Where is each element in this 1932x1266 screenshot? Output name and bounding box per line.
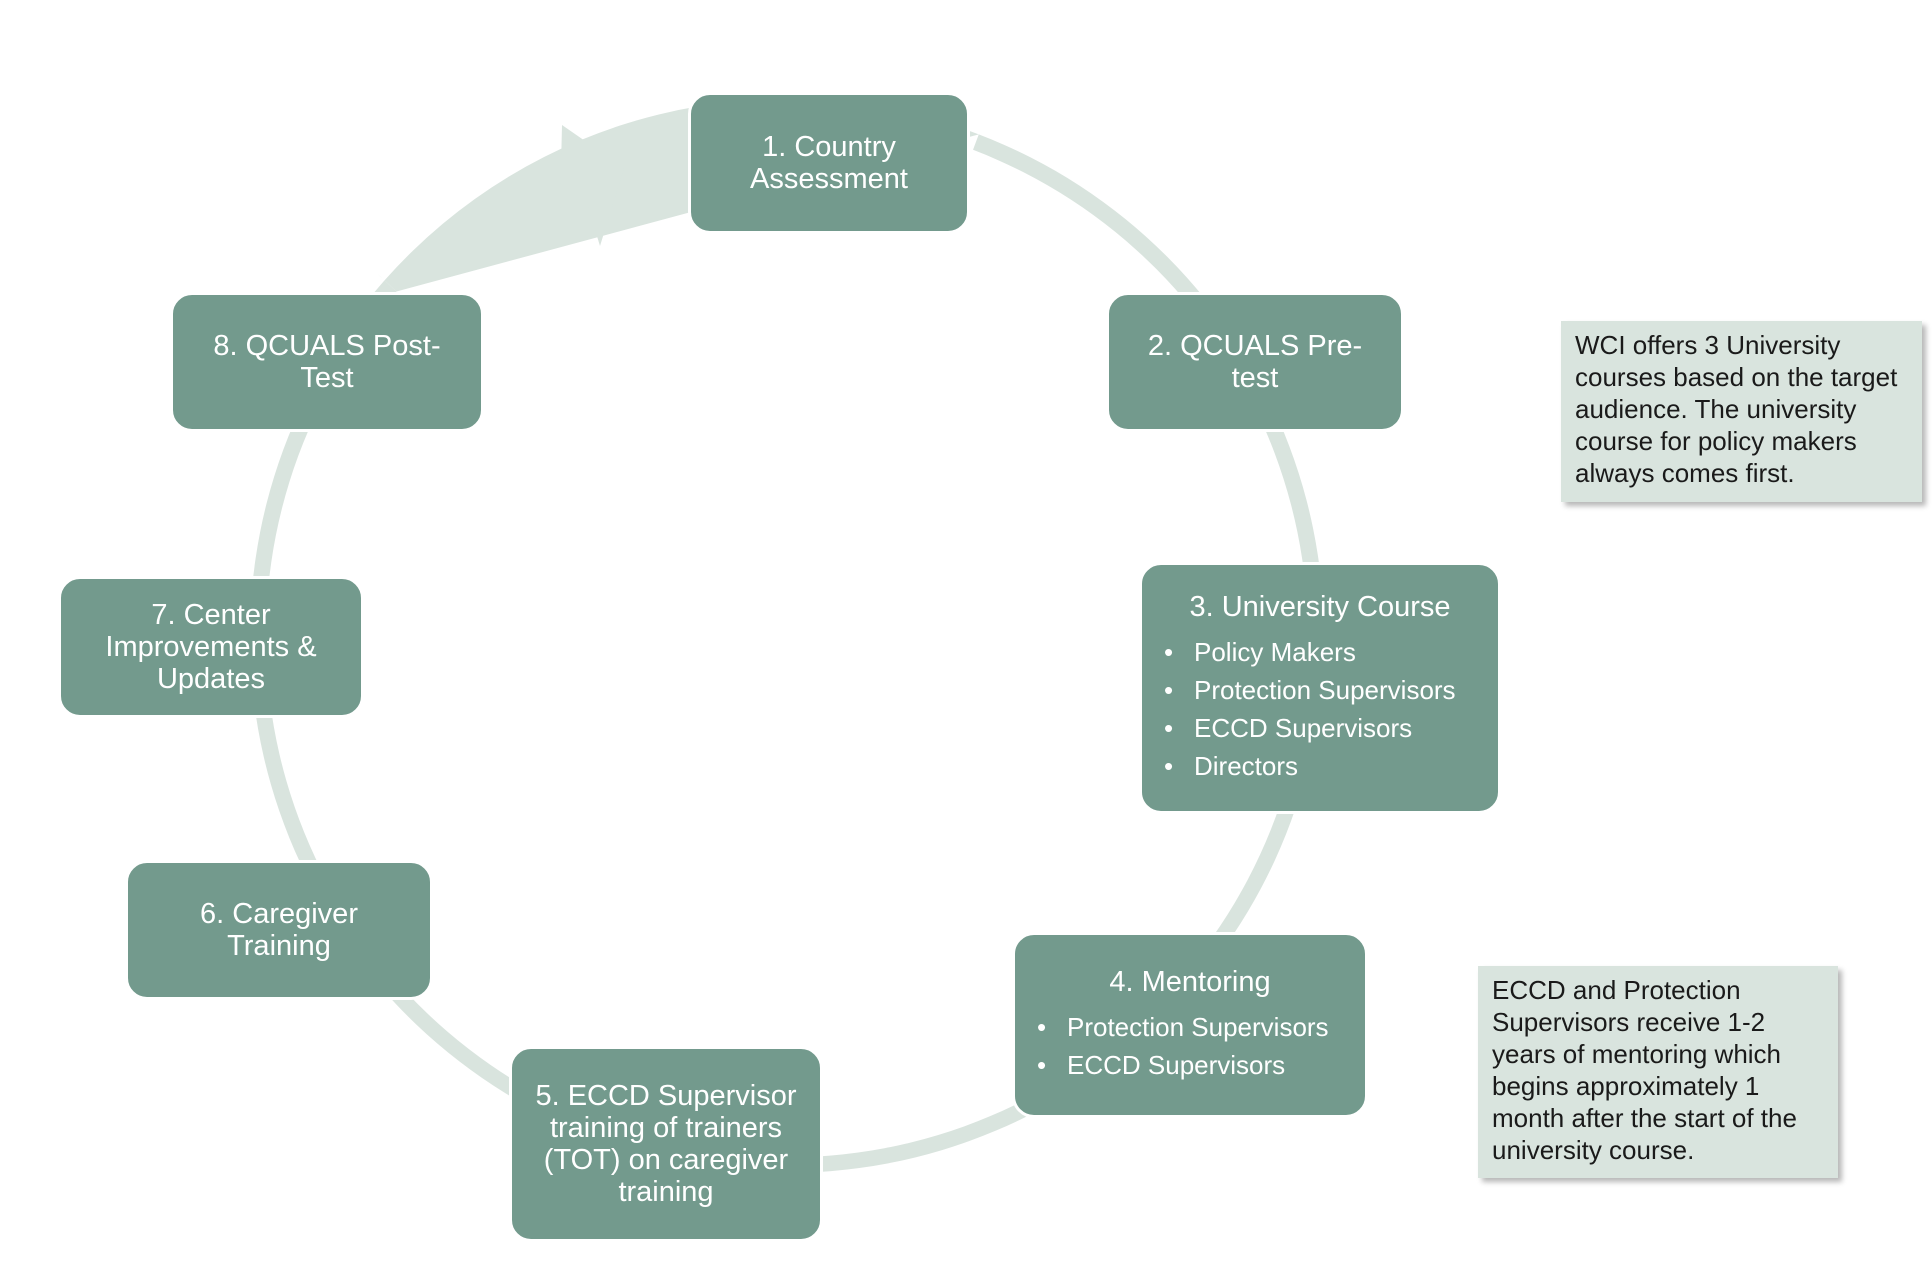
- step-university-course: 3. University Course Policy Makers Prote…: [1139, 562, 1501, 814]
- step-title: 8. QCUALS Post-Test: [213, 330, 441, 394]
- list-item: ECCD Supervisors: [1033, 1046, 1347, 1084]
- step-qcuals-post-test: 8. QCUALS Post-Test: [170, 292, 484, 432]
- step-caregiver-training: 6. Caregiver Training: [125, 860, 433, 1000]
- step-center-improvements: 7. Center Improvements & Updates: [58, 576, 364, 718]
- note-university-courses: WCI offers 3 University courses based on…: [1561, 321, 1922, 502]
- step-title: 3. University Course: [1189, 591, 1451, 623]
- audience-list: Protection Supervisors ECCD Supervisors: [1033, 1008, 1347, 1084]
- step-title: 1. Country Assessment: [750, 131, 908, 195]
- note-mentoring: ECCD and Protection Supervisors receive …: [1478, 966, 1838, 1178]
- step-title: 2. QCUALS Pre-test: [1147, 330, 1363, 394]
- step-eccd-supervisor-tot: 5. ECCD Supervisor training of trainers …: [509, 1046, 823, 1242]
- list-item: Protection Supervisors: [1160, 671, 1480, 709]
- list-item: Directors: [1160, 747, 1480, 785]
- step-title: 7. Center Improvements & Updates: [105, 599, 317, 695]
- step-qcuals-pre-test: 2. QCUALS Pre-test: [1106, 292, 1404, 432]
- step-title: 5. ECCD Supervisor training of trainers …: [535, 1080, 797, 1208]
- step-country-assessment: 1. Country Assessment: [688, 92, 970, 234]
- list-item: ECCD Supervisors: [1160, 709, 1480, 747]
- cycle-arrowhead-icon: [560, 125, 624, 246]
- step-title: 4. Mentoring: [1109, 966, 1271, 998]
- step-title: 6. Caregiver Training: [200, 898, 358, 962]
- audience-list: Policy Makers Protection Supervisors ECC…: [1160, 633, 1480, 785]
- list-item: Protection Supervisors: [1033, 1008, 1347, 1046]
- list-item: Policy Makers: [1160, 633, 1480, 671]
- step-mentoring: 4. Mentoring Protection Supervisors ECCD…: [1012, 932, 1368, 1118]
